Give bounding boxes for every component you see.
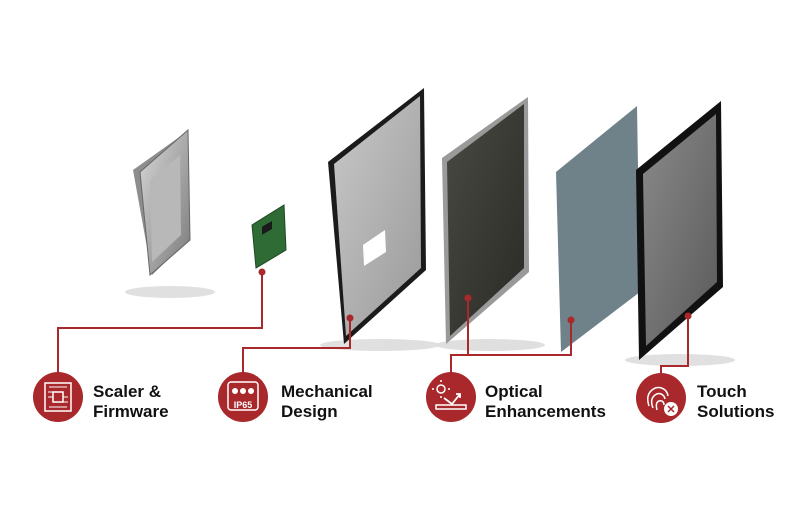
leader-dots	[258, 268, 692, 324]
feature-label-line2: Enhancements	[485, 402, 606, 421]
feature-label-line1: Scaler &	[93, 382, 162, 401]
feature-label-line2: Design	[281, 402, 338, 421]
feature-label-line1: Touch	[697, 382, 747, 401]
feature-label-line1: Optical	[485, 382, 543, 401]
feature-label-line1: Mechanical	[281, 382, 373, 401]
mechanical-bezel	[328, 88, 426, 344]
lcd-panel	[442, 97, 529, 344]
leader-lines	[57, 272, 689, 373]
circuit-chip-icon	[33, 372, 83, 422]
sun-reflection-icon	[426, 372, 476, 422]
ip65-water-drops-icon: IP65	[218, 372, 268, 422]
feature-scaler-firmware: Scaler & Firmware	[93, 382, 169, 422]
feature-label-line2: Solutions	[697, 402, 775, 421]
feature-mechanical-design: Mechanical Design	[281, 382, 373, 422]
feature-optical-enhancements: Optical Enhancements	[485, 382, 606, 422]
optical-glass	[556, 106, 640, 352]
feature-touch-solutions: Touch Solutions	[697, 382, 774, 422]
svg-text:IP65: IP65	[234, 400, 253, 410]
rear-chassis	[133, 128, 191, 277]
touch-panel	[636, 101, 723, 360]
scaler-board	[251, 204, 287, 269]
feature-label-line2: Firmware	[93, 402, 169, 421]
fingerprint-icon	[636, 373, 686, 423]
